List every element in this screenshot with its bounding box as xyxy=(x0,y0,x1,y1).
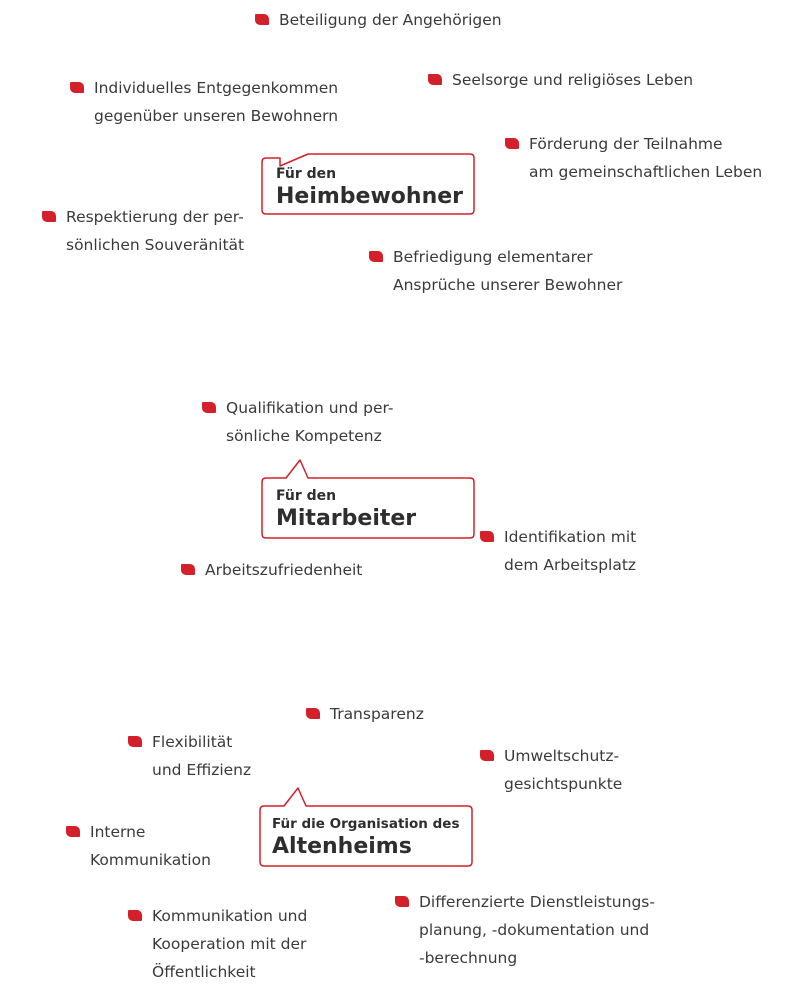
item-label: Identifikation mit dem Arbeitsplatz xyxy=(504,528,637,574)
bubble-text: Für den Heimbewohner xyxy=(276,166,463,211)
bullet-icon xyxy=(181,564,195,575)
item-label: Transparenz xyxy=(330,705,424,723)
item-label: Differenzierte Dienstleistungs- planung,… xyxy=(419,893,655,967)
item-label: Respektierung der per- sönlichen Souverä… xyxy=(66,208,245,254)
bullet-icon xyxy=(369,251,383,262)
item-label: Umweltschutz- gesichtspunkte xyxy=(504,747,623,793)
bullet-icon xyxy=(202,402,216,413)
list-item: Differenzierte Dienstleistungs- planung,… xyxy=(395,888,655,972)
item-label: Flexibilität und Effizienz xyxy=(152,733,252,779)
bullet-icon xyxy=(480,750,494,761)
bubble-line1: Für den xyxy=(276,166,337,182)
list-item: Beteiligung der Angehörigen xyxy=(255,6,502,34)
bullet-icon xyxy=(128,736,142,747)
speech-bubble-heimbewohner: Für den Heimbewohner xyxy=(261,153,477,216)
list-item: Interne Kommunikation xyxy=(66,818,211,874)
item-label: Interne Kommunikation xyxy=(90,823,211,869)
list-item: Respektierung der per- sönlichen Souverä… xyxy=(42,203,244,259)
bubble-line1: Für die Organisation des xyxy=(272,816,460,832)
item-label: Förderung der Teilnahme am gemeinschaftl… xyxy=(529,135,763,181)
bullet-icon xyxy=(66,826,80,837)
bullet-icon xyxy=(42,211,56,222)
bullet-icon xyxy=(306,708,320,719)
speech-bubble-organisation: Für die Organisation des Altenheims xyxy=(259,787,475,868)
item-label: Seelsorge und religiöses Leben xyxy=(452,71,694,89)
list-item: Umweltschutz- gesichtspunkte xyxy=(480,742,622,798)
speech-bubble-mitarbeiter: Für den Mitarbeiter xyxy=(261,459,477,540)
bullet-icon xyxy=(395,896,409,907)
bubble-title: Mitarbeiter xyxy=(276,506,417,531)
bubble-text: Für die Organisation des Altenheims xyxy=(272,816,459,861)
list-item: Kommunikation und Kooperation mit der Öf… xyxy=(128,902,307,986)
bullet-icon xyxy=(128,910,142,921)
list-item: Individuelles Entgegenkommen gegenüber u… xyxy=(70,74,338,130)
item-label: Befriedigung elementarer Ansprüche unser… xyxy=(393,248,623,294)
bubble-title: Heimbewohner xyxy=(276,184,463,209)
bullet-icon xyxy=(505,138,519,149)
bullet-icon xyxy=(480,531,494,542)
bubble-text: Für den Mitarbeiter xyxy=(276,488,416,533)
speech-bubble-shape xyxy=(261,153,475,215)
bubble-title: Altenheims xyxy=(272,834,412,859)
list-item: Transparenz xyxy=(306,700,424,728)
list-item: Befriedigung elementarer Ansprüche unser… xyxy=(369,243,622,299)
item-label: Beteiligung der Angehörigen xyxy=(279,11,502,29)
item-label: Arbeitszufriedenheit xyxy=(205,561,363,579)
list-item: Identifikation mit dem Arbeitsplatz xyxy=(480,523,636,579)
bullet-icon xyxy=(428,74,442,85)
item-label: Individuelles Entgegenkommen gegenüber u… xyxy=(94,79,339,125)
speech-bubble-shape xyxy=(259,787,473,867)
speech-bubble-shape xyxy=(261,459,475,539)
list-item: Förderung der Teilnahme am gemeinschaftl… xyxy=(505,130,762,186)
bubble-line1: Für den xyxy=(276,488,337,504)
item-label: Kommunikation und Kooperation mit der Öf… xyxy=(152,907,308,981)
list-item: Arbeitszufriedenheit xyxy=(181,556,362,584)
list-item: Flexibilität und Effizienz xyxy=(128,728,251,784)
item-label: Qualifikation und per- sönliche Kompeten… xyxy=(226,399,394,445)
bullet-icon xyxy=(255,14,269,25)
list-item: Seelsorge und religiöses Leben xyxy=(428,66,693,94)
bullet-icon xyxy=(70,82,84,93)
list-item: Qualifikation und per- sönliche Kompeten… xyxy=(202,394,393,450)
